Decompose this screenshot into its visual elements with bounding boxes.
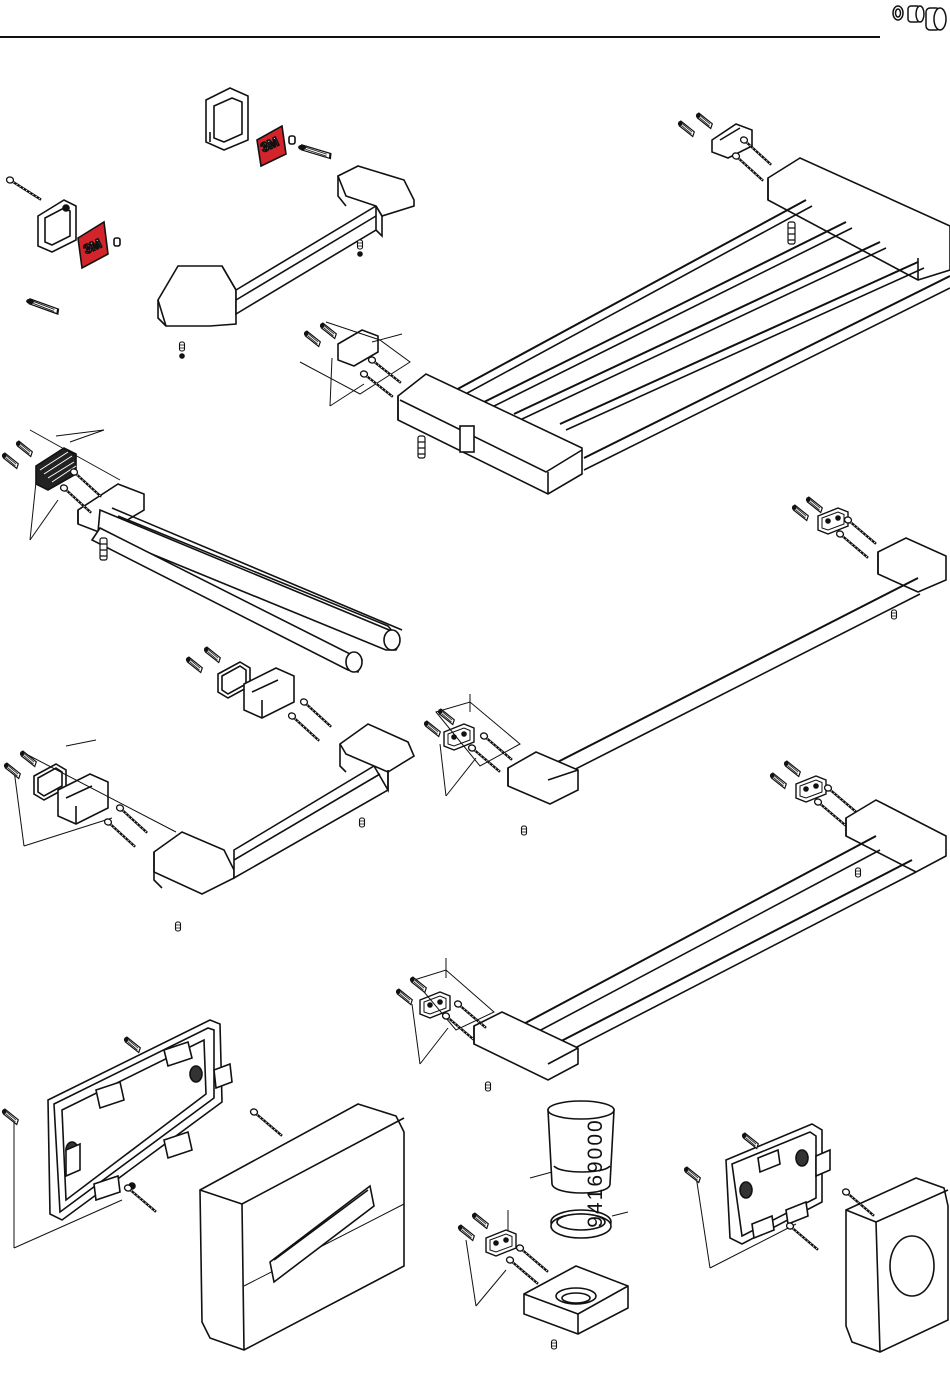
double-swivel-towel-holder <box>30 430 402 672</box>
part-number-label: 94169000 <box>583 1118 609 1228</box>
adhesive-pad-icon: 3M <box>78 222 108 268</box>
single-towel-bar <box>436 508 946 804</box>
grab-handle <box>14 662 414 894</box>
waste-bag-dispenser <box>696 1124 948 1352</box>
handle-with-adhesive-mount: 3M 3M <box>38 88 414 358</box>
double-towel-bar <box>412 776 946 1080</box>
tissue-box-dispenser <box>14 1020 404 1350</box>
wall-anchor <box>100 538 107 560</box>
seal-rings-icon <box>893 6 946 30</box>
adhesive-pad-icon: 3M <box>257 126 286 166</box>
